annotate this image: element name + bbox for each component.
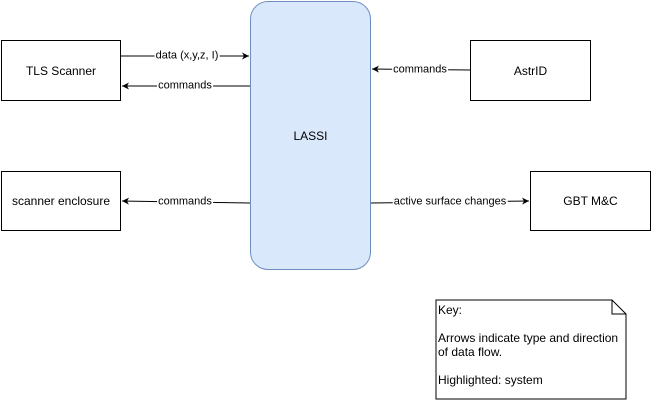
node-scanner-enclosure-label: scanner enclosure — [11, 194, 111, 208]
node-lassi: LASSI — [250, 1, 371, 270]
edge-label-enclosure-commands: commands — [157, 195, 213, 209]
edge-label-tls-data: data (x,y,z, I) — [154, 49, 220, 63]
node-gbt-mc-label: GBT M&C — [563, 194, 618, 208]
key-note: Key: Arrows indicate type and direction … — [438, 303, 624, 387]
node-tls-scanner: TLS Scanner — [1, 40, 121, 101]
key-note-shape — [435, 299, 627, 400]
node-astrid: AstrID — [470, 40, 591, 101]
edge-label-tls-commands: commands — [157, 79, 213, 93]
edge-label-gbt-changes: active surface changes — [392, 195, 508, 209]
edge-label-astrid-commands: commands — [392, 63, 448, 77]
node-scanner-enclosure: scanner enclosure — [1, 171, 121, 231]
node-gbt-mc: GBT M&C — [530, 171, 651, 231]
key-title: Key: — [438, 303, 463, 317]
node-lassi-label: LASSI — [293, 128, 328, 143]
key-line-1: Arrows indicate type and direction of da… — [438, 331, 619, 359]
node-astrid-label: AstrID — [513, 63, 548, 78]
key-note-fold — [611, 300, 626, 315]
key-line-2: Highlighted: system — [438, 373, 543, 387]
node-tls-scanner-label: TLS Scanner — [25, 63, 97, 78]
